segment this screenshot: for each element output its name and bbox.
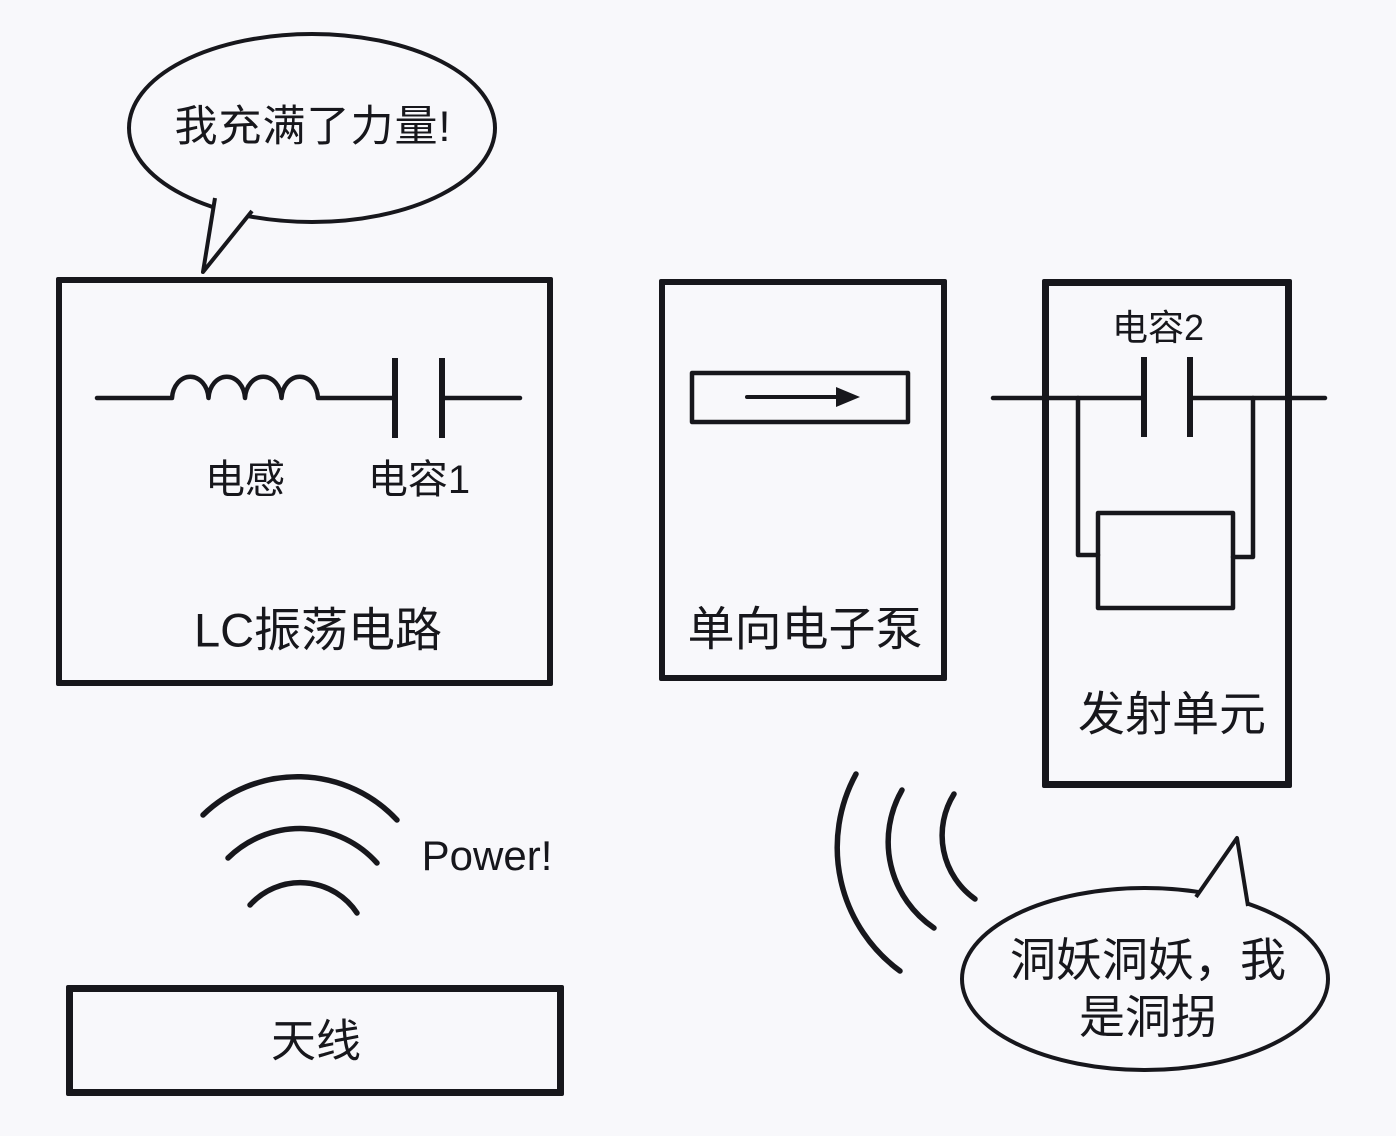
radio-waves-down-icon bbox=[200, 774, 400, 916]
capacitor2-symbol bbox=[990, 357, 1328, 437]
capacitor2-label: 电容2 bbox=[1111, 307, 1205, 348]
bubble-top-text: 我充满了力量! bbox=[174, 103, 452, 151]
capacitor1-symbol bbox=[392, 358, 523, 438]
transmitter-loop-symbol bbox=[1075, 395, 1256, 611]
antenna-box-title: 天线 bbox=[270, 1015, 362, 1067]
speech-bubble-bottom bbox=[960, 836, 1330, 1072]
speech-bubble-top bbox=[127, 32, 497, 274]
radio-waves-left-icon bbox=[834, 771, 978, 974]
transmitter-box bbox=[1042, 279, 1292, 788]
lc-box-title: LC振荡电路 bbox=[193, 603, 443, 657]
lc-oscillator-box bbox=[56, 277, 553, 686]
capacitor1-label: 电容1 bbox=[367, 458, 471, 502]
inductor-label: 电感 bbox=[205, 458, 285, 502]
transmitter-box-title: 发射单元 bbox=[1078, 687, 1266, 741]
pump-box-title: 单向电子泵 bbox=[687, 602, 923, 656]
speech-bubble-top-tail bbox=[201, 197, 254, 274]
electron-pump-box bbox=[659, 279, 947, 681]
speech-bubble-bottom-tail bbox=[1194, 836, 1250, 907]
bubble-bottom-text: 洞妖洞妖，我 是洞拐 bbox=[1010, 932, 1286, 1046]
inductor-symbol bbox=[94, 374, 395, 401]
bubble-bottom-line2: 是洞拐 bbox=[1079, 991, 1217, 1043]
electron-pump-arrow-icon bbox=[689, 370, 911, 425]
bubble-bottom-line1: 洞妖洞妖，我 bbox=[1010, 934, 1286, 986]
antenna-box bbox=[66, 985, 564, 1096]
power-label: Power! bbox=[421, 832, 553, 879]
